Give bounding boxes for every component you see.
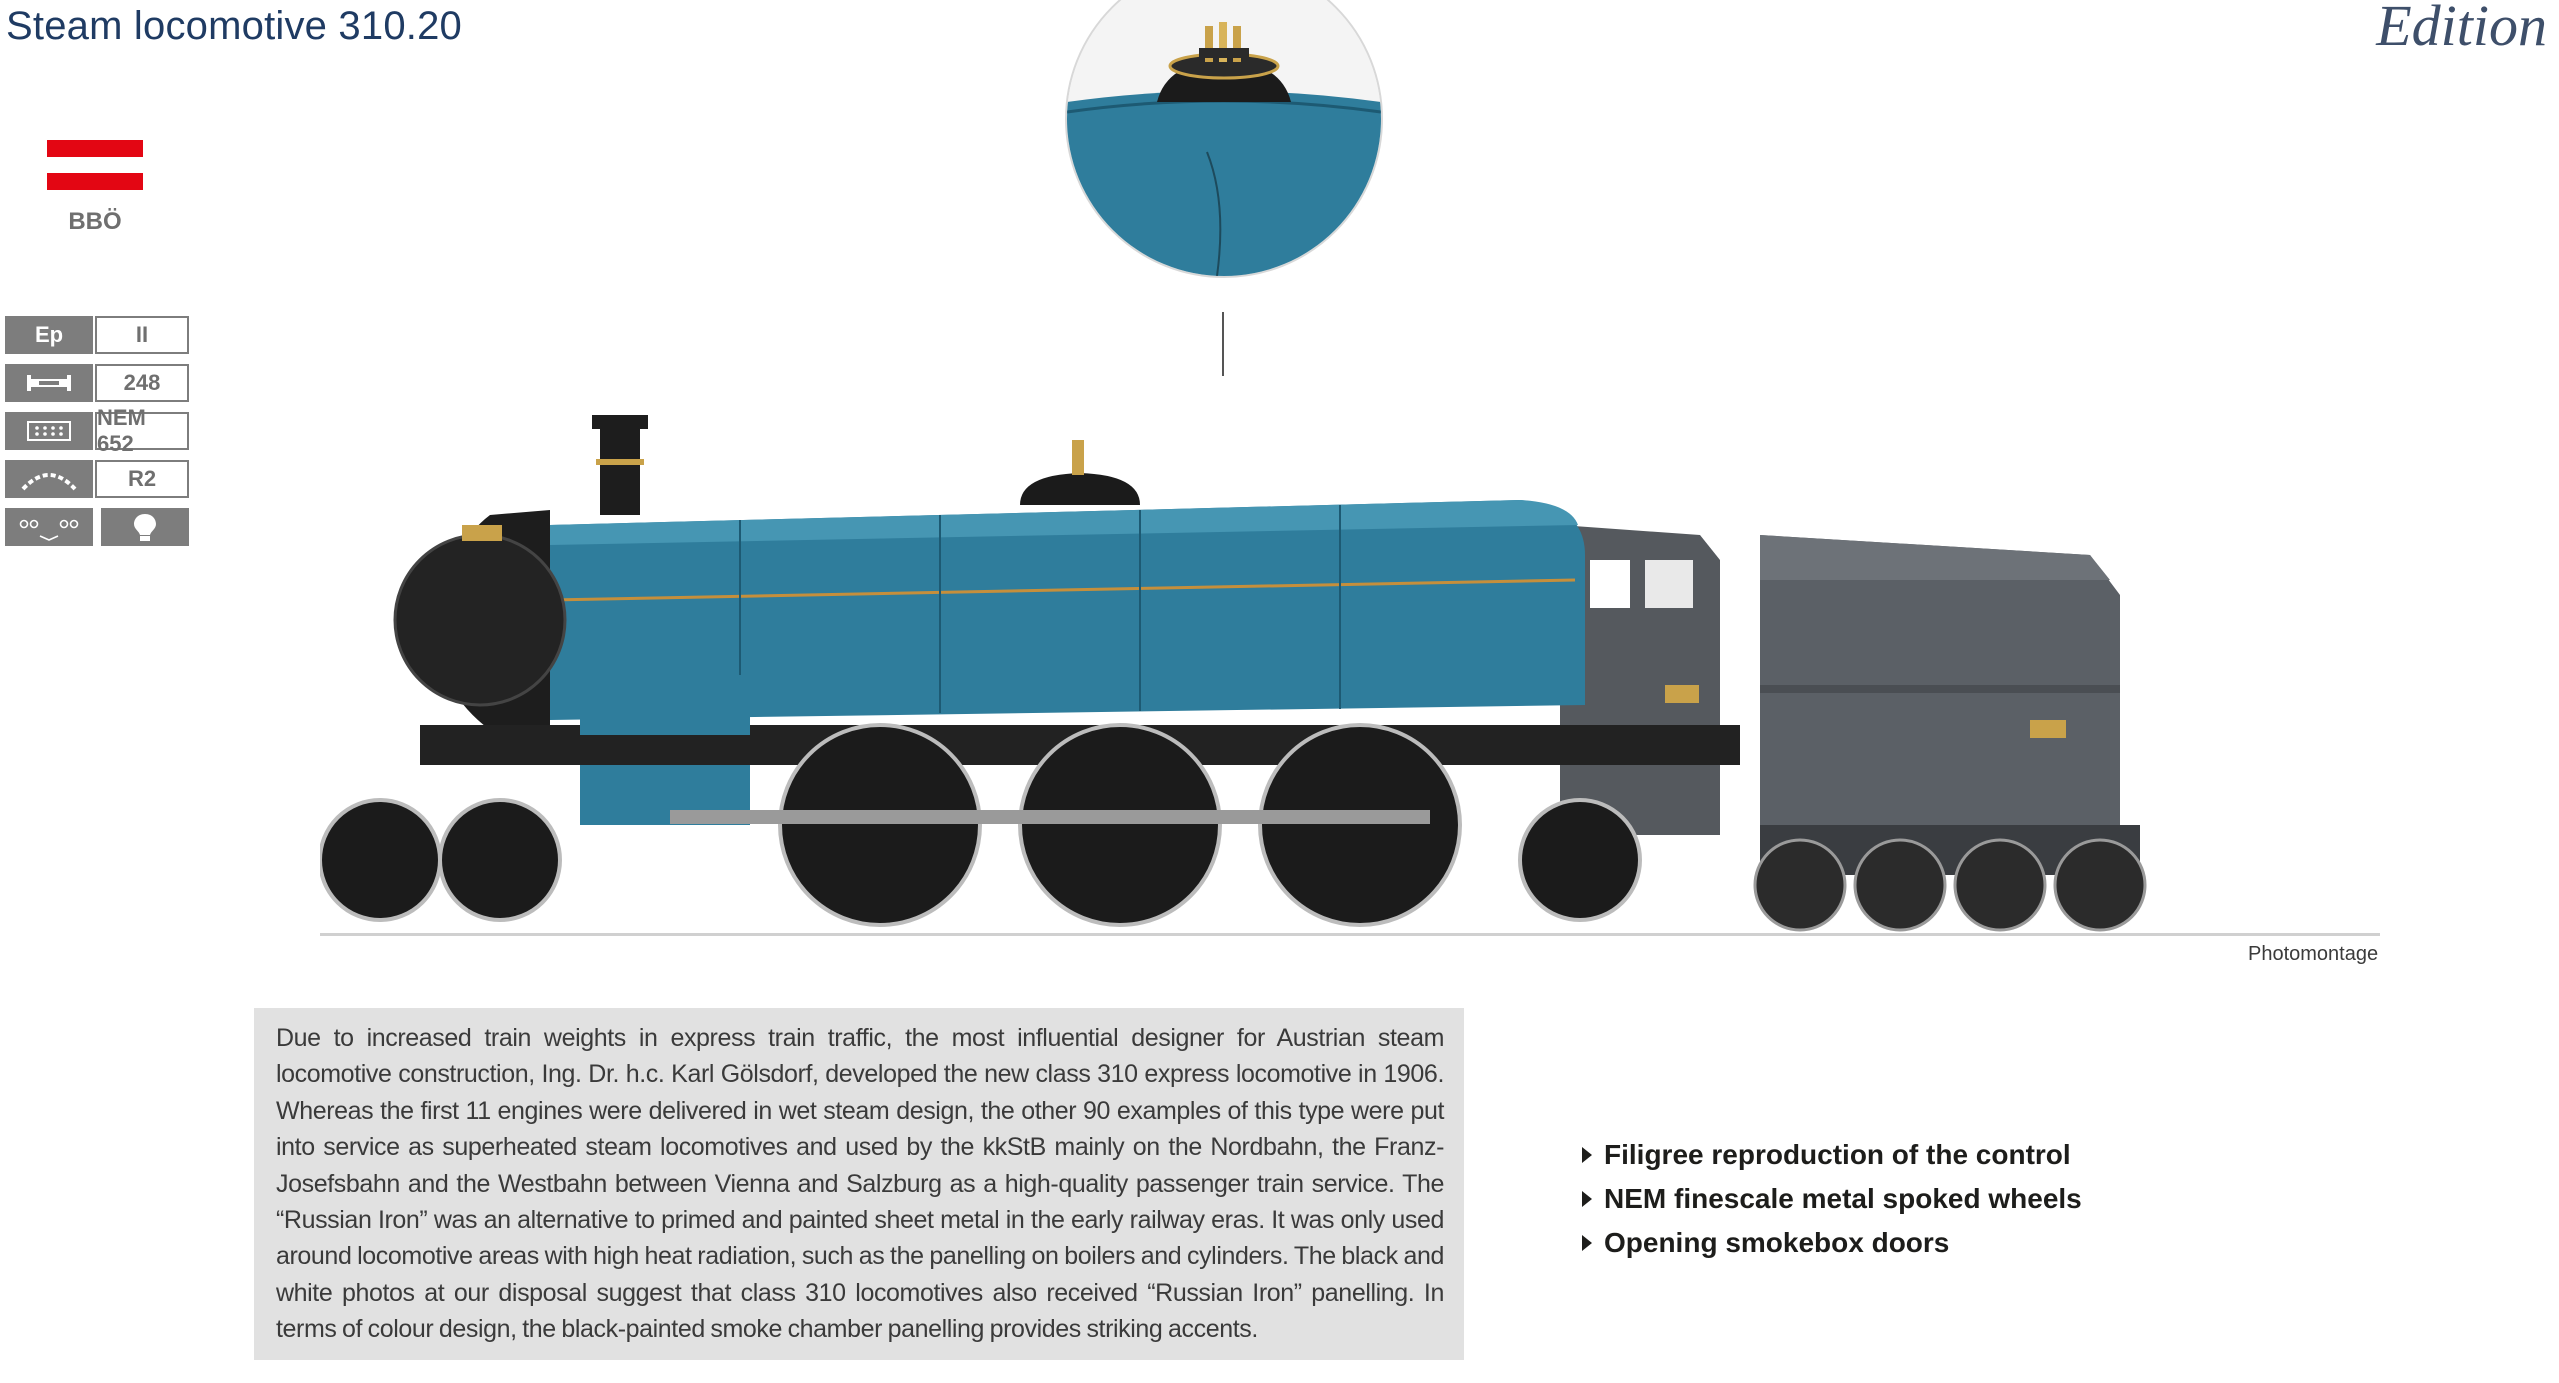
spec-table: Ep II 248 NEM 652 <box>5 316 189 556</box>
bullet-triangle-icon <box>1582 1191 1592 1207</box>
spec-value-interface: NEM 652 <box>95 405 189 456</box>
feature-item: NEM finescale metal spoked wheels <box>1582 1177 2082 1221</box>
coupling-axles-icon <box>19 519 79 541</box>
feature-text: Filigree reproduction of the control <box>1604 1139 2071 1170</box>
spec-value-radius: R2 <box>95 460 189 498</box>
description-text: Due to increased train weights in expres… <box>276 1024 1444 1344</box>
running-gear <box>320 675 2147 932</box>
spec-row-interface: NEM 652 <box>5 405 189 456</box>
feature-list: Filigree reproduction of the control NEM… <box>1582 1133 2082 1265</box>
spec-row-length: 248 <box>5 364 189 402</box>
spec-row-radius: R2 <box>5 460 189 498</box>
railway-label: BBÖ <box>68 208 122 235</box>
feature-item: Filigree reproduction of the control <box>1582 1133 2082 1177</box>
boiler <box>549 440 1585 720</box>
bullet-triangle-icon <box>1582 1147 1592 1163</box>
spec-light <box>101 508 189 546</box>
detail-zoom-image <box>1065 0 1383 278</box>
locomotive-image <box>320 415 2380 936</box>
feature-text: NEM finescale metal spoked wheels <box>1604 1183 2082 1214</box>
page-title: Steam locomotive 310.20 <box>6 4 462 48</box>
spec-key-interface <box>5 412 93 450</box>
austria-flag <box>47 140 143 190</box>
spec-key-radius <box>5 460 93 498</box>
spec-key-coupling <box>5 508 93 546</box>
spec-row-epoch: Ep II <box>5 316 189 354</box>
spec-key-epoch: Ep <box>5 316 93 354</box>
spec-row-extras <box>5 508 189 546</box>
smokebox <box>393 415 648 730</box>
headlight-bulb-icon <box>134 514 156 541</box>
photo-caption: Photomontage <box>2248 943 2379 965</box>
spec-value-length: 248 <box>95 364 189 402</box>
length-over-buffers-icon <box>27 375 71 391</box>
min-radius-icon <box>21 473 77 491</box>
bullet-triangle-icon <box>1582 1235 1592 1251</box>
spec-value-epoch: II <box>95 316 189 354</box>
description-box: Due to increased train weights in expres… <box>254 1008 1464 1360</box>
feature-text: Opening smokebox doors <box>1604 1227 1950 1258</box>
interface-socket-icon <box>27 421 71 441</box>
spec-key-length <box>5 364 93 402</box>
tender <box>1760 535 2140 875</box>
zoom-connector-line <box>1222 312 1224 376</box>
boiler-dome-detail-image <box>1067 0 1381 276</box>
feature-item: Opening smokebox doors <box>1582 1221 2082 1265</box>
edition-logo: Edition <box>2376 0 2547 58</box>
